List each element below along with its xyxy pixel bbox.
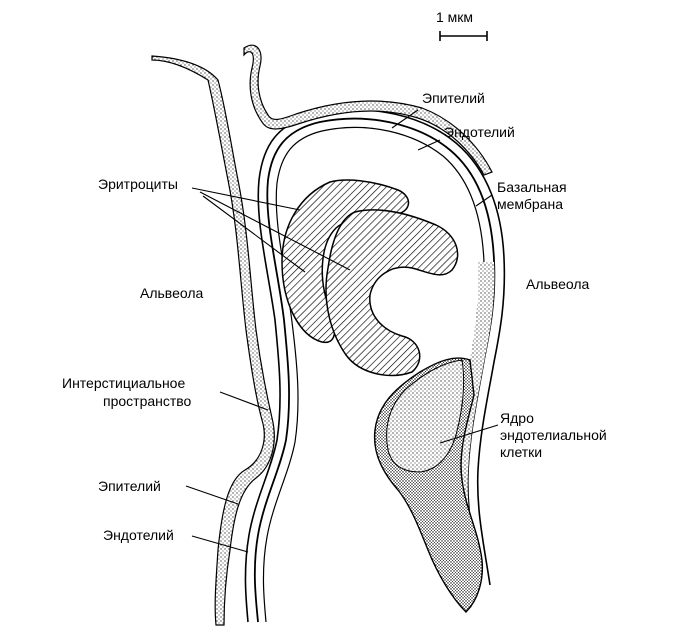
capillary-inner-wall — [262, 126, 485, 623]
label-alveola-right: Альвеола — [526, 276, 590, 292]
label-basal-2: мембрана — [497, 196, 563, 212]
erythrocyte-back — [281, 179, 410, 344]
label-endothelium-top: Эндотелий — [444, 124, 515, 140]
label-epithelium-bottom: Эпителий — [98, 478, 161, 494]
label-epithelium-top: Эпителий — [422, 90, 485, 106]
left-epithelium — [151, 55, 275, 626]
label-alveola-left: Альвеола — [140, 285, 204, 301]
label-erythrocytes: Эритроциты — [98, 176, 178, 192]
label-interstitial-1: Интерстициальное — [62, 375, 185, 391]
scale-bar — [439, 31, 488, 41]
label-nucleus-1: Ядро — [500, 410, 534, 426]
label-nucleus-2: эндотелиальной — [500, 427, 607, 443]
erythrocyte-front — [325, 209, 459, 377]
label-basal-1: Базальная — [497, 179, 567, 195]
leader-lines — [185, 109, 499, 553]
label-nucleus-3: клетки — [500, 444, 542, 460]
endothelial-nucleus — [386, 359, 465, 473]
label-endothelium-bottom: Эндотелий — [103, 527, 174, 543]
top-epithelium — [243, 44, 493, 176]
scale-label: 1 мкм — [436, 9, 473, 25]
label-interstitial-2: пространство — [103, 393, 192, 409]
